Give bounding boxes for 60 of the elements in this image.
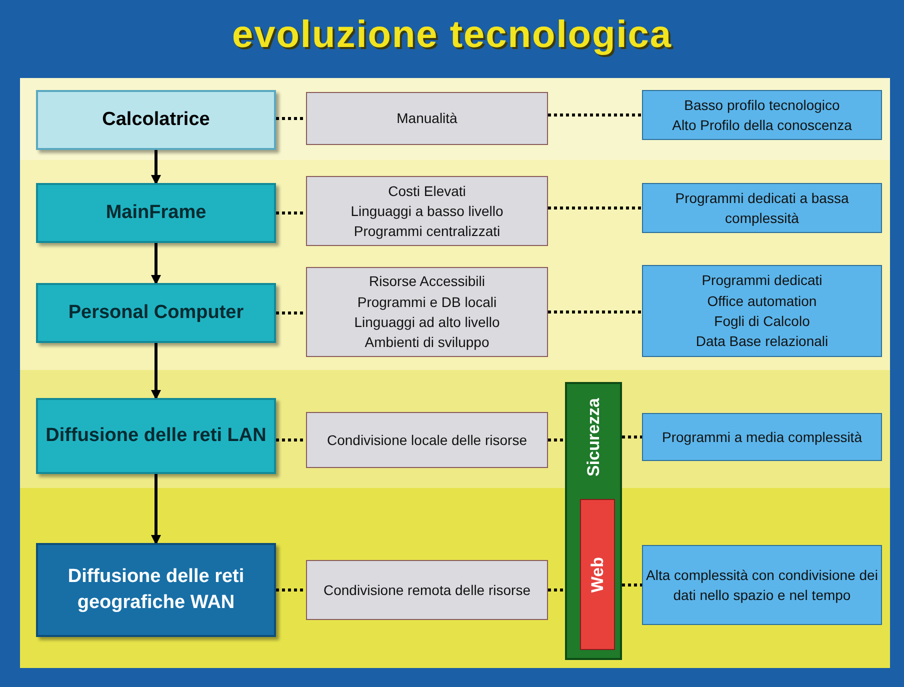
box-text: Linguaggi a basso livello bbox=[350, 202, 504, 221]
feature-box bbox=[306, 560, 548, 620]
stage-box bbox=[36, 283, 276, 343]
feature-box bbox=[306, 92, 548, 145]
software-box bbox=[642, 90, 882, 140]
title: evoluzione tecnologica bbox=[232, 14, 672, 57]
security-bar bbox=[565, 382, 622, 660]
dotted-connector bbox=[548, 206, 642, 210]
box-text: Linguaggi ad alto livello bbox=[354, 313, 500, 332]
box-text: Programmi centralizzati bbox=[354, 222, 500, 242]
stage-label: Personal Computer bbox=[68, 301, 244, 326]
dotted-connector bbox=[276, 438, 306, 442]
arrow bbox=[151, 343, 161, 400]
feature-box bbox=[306, 412, 548, 468]
dotted-connector bbox=[622, 436, 642, 438]
dotted-connector bbox=[622, 584, 642, 586]
dotted-connector bbox=[276, 588, 306, 592]
stage-label: MainFrame bbox=[106, 201, 206, 226]
stage-label: Calcolatrice bbox=[102, 108, 210, 132]
stage-box bbox=[36, 90, 276, 150]
box-text: Condivisione locale delle risorse bbox=[327, 430, 527, 450]
stage-box bbox=[36, 543, 276, 637]
dotted-connector bbox=[276, 212, 306, 214]
box-text: Condivisione remota delle risorse bbox=[324, 580, 530, 600]
web-bar bbox=[580, 499, 615, 650]
software-box bbox=[642, 545, 882, 625]
feature-box bbox=[306, 176, 548, 246]
dotted-connector bbox=[548, 588, 565, 592]
stage-label: Diffusione delle reti LAN bbox=[46, 424, 266, 448]
stage-box bbox=[36, 398, 276, 474]
box-text: Programmi e DB locali bbox=[357, 292, 497, 312]
box-text: Basso profilo tecnologico bbox=[684, 96, 840, 115]
box-text: Office automation bbox=[707, 292, 817, 311]
box-text: Ambienti di sviluppo bbox=[364, 333, 490, 352]
dotted-connector bbox=[276, 117, 306, 120]
stage-box bbox=[36, 183, 276, 243]
dotted-connector bbox=[548, 114, 642, 116]
dotted-connector bbox=[276, 312, 306, 314]
arrow bbox=[151, 474, 161, 545]
software-box bbox=[642, 265, 882, 357]
dotted-connector bbox=[548, 310, 642, 314]
software-box bbox=[642, 183, 882, 233]
box-text: Fogli di Calcolo bbox=[714, 312, 810, 331]
vertical-label: Sicurezza bbox=[584, 398, 604, 476]
arrow bbox=[151, 243, 161, 285]
box-text: Alta complessità con condivisione dei dati nello spazio e nel tempo bbox=[645, 566, 879, 605]
box-text: Costi Elevati bbox=[388, 182, 466, 201]
arrow bbox=[151, 150, 161, 185]
box-text: Risorse Accessibili bbox=[369, 272, 485, 292]
stage-label: Diffusione delle reti geografiche WAN bbox=[66, 565, 246, 615]
box-text: Alto Profilo della conoscenza bbox=[672, 116, 852, 135]
box-text: Programmi dedicati a bassa complessità bbox=[674, 188, 850, 228]
box-text: Manualità bbox=[396, 109, 458, 128]
dotted-connector bbox=[548, 438, 565, 442]
box-text: Programmi dedicati bbox=[702, 271, 822, 290]
box-text: Programmi a media complessità bbox=[662, 428, 862, 447]
feature-box bbox=[306, 267, 548, 357]
software-box bbox=[642, 413, 882, 461]
box-text: Data Base relazionali bbox=[696, 332, 828, 352]
vertical-label: Web bbox=[588, 556, 608, 592]
